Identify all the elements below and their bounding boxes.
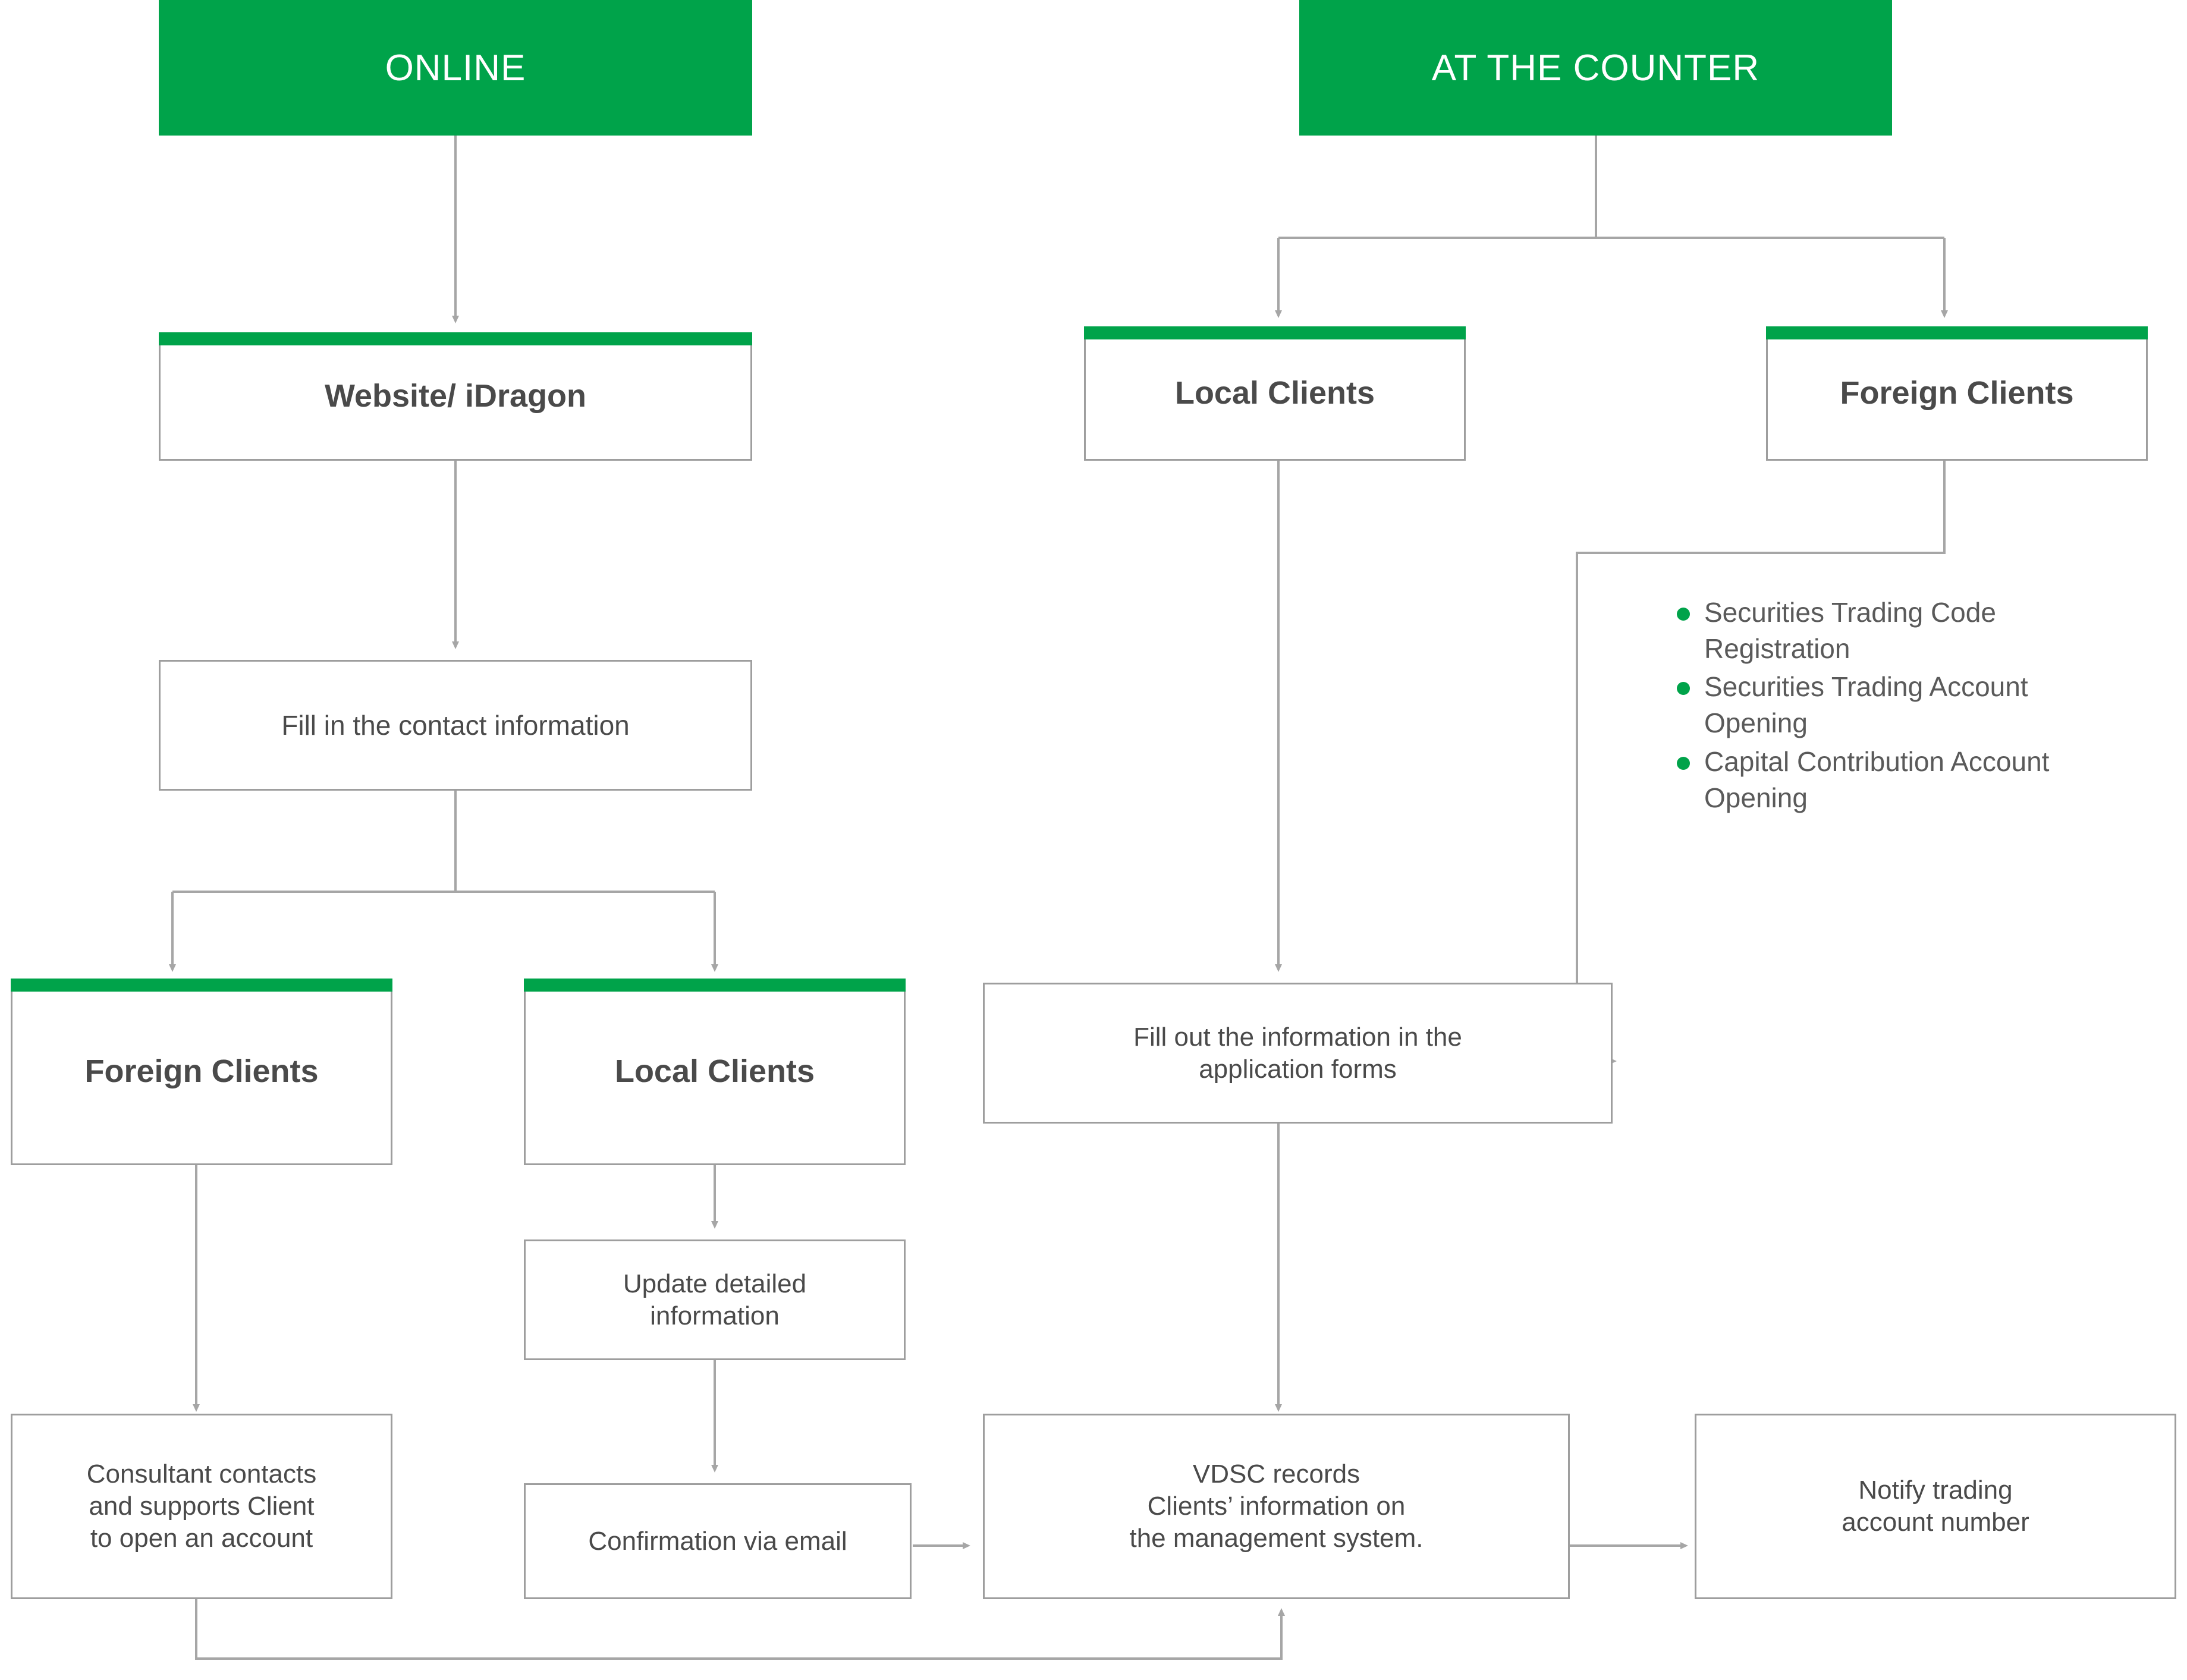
node-vdsc-records: VDSC records Clients’ information on the…: [983, 1414, 1570, 1599]
green-cap: [1084, 326, 1466, 339]
foreign-client-services-list: Securities Trading Code Registration Sec…: [1671, 594, 2075, 818]
green-cap: [11, 979, 392, 992]
node-website-idragon: Website/ iDragon: [159, 332, 752, 461]
node-vdsc-records-label: VDSC records Clients’ information on the…: [1129, 1459, 1424, 1553]
node-consultant-contacts-label: Consultant contacts and supports Client …: [86, 1459, 317, 1553]
node-online-local-clients: Local Clients: [524, 979, 906, 1165]
list-item-label: Securities Trading Code Registration: [1704, 597, 1996, 664]
node-notify-trading-account-number-label: Notify trading account number: [1842, 1475, 2029, 1537]
node-online-local-clients-label: Local Clients: [614, 1053, 815, 1090]
node-notify-trading-account-number: Notify trading account number: [1695, 1414, 2176, 1599]
node-counter-foreign-clients-label: Foreign Clients: [1840, 375, 2074, 411]
green-cap: [1766, 326, 2148, 339]
node-fill-contact-information-label: Fill in the contact information: [281, 709, 630, 741]
bullet-dot-icon: [1677, 756, 1690, 770]
header-online-label: ONLINE: [385, 47, 526, 89]
node-online-foreign-clients-label: Foreign Clients: [84, 1053, 319, 1090]
node-update-detailed-information-label: Update detailed information: [623, 1269, 807, 1330]
bullet-dot-icon: [1677, 608, 1690, 621]
list-item: Securities Trading Account Opening: [1671, 669, 2075, 741]
node-counter-local-clients: Local Clients: [1084, 326, 1466, 461]
green-cap: [524, 979, 906, 992]
header-online: ONLINE: [159, 0, 752, 136]
green-cap: [159, 332, 752, 345]
list-item-label: Capital Contribution Account Opening: [1704, 745, 2050, 813]
list-item: Capital Contribution Account Opening: [1671, 744, 2075, 816]
node-update-detailed-information: Update detailed information: [524, 1239, 906, 1360]
list-item-label: Securities Trading Account Opening: [1704, 671, 2028, 739]
node-confirmation-via-email-label: Confirmation via email: [588, 1526, 847, 1556]
header-at-the-counter-label: AT THE COUNTER: [1431, 47, 1760, 89]
node-fill-out-application-forms-label: Fill out the information in the applicat…: [1133, 1022, 1462, 1084]
node-consultant-contacts: Consultant contacts and supports Client …: [11, 1414, 392, 1599]
node-counter-local-clients-label: Local Clients: [1174, 375, 1375, 411]
list-item: Securities Trading Code Registration: [1671, 594, 2075, 666]
node-confirmation-via-email: Confirmation via email: [524, 1483, 912, 1599]
node-online-foreign-clients: Foreign Clients: [11, 979, 392, 1165]
node-fill-out-application-forms: Fill out the information in the applicat…: [983, 983, 1613, 1124]
bullet-dot-icon: [1677, 682, 1690, 696]
node-counter-foreign-clients: Foreign Clients: [1766, 326, 2148, 461]
node-website-idragon-label: Website/ iDragon: [324, 378, 587, 414]
header-at-the-counter: AT THE COUNTER: [1299, 0, 1892, 136]
node-fill-contact-information: Fill in the contact information: [159, 660, 752, 791]
